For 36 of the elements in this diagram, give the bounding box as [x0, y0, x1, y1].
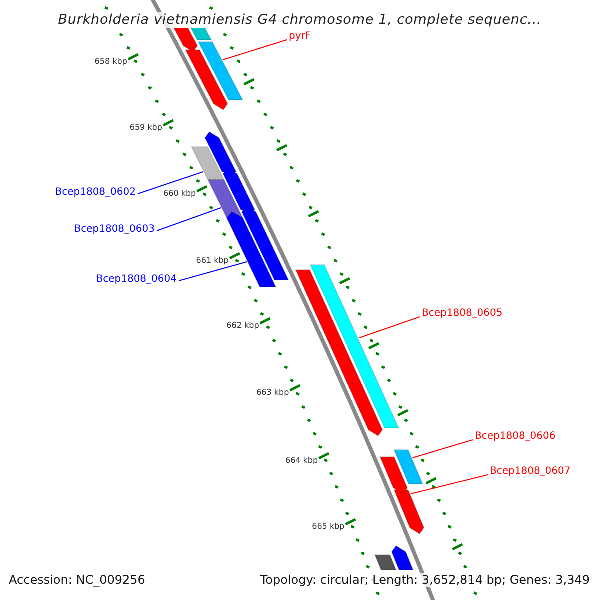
- gene-label: Bcep1808_0607: [490, 466, 571, 477]
- leader-line: [138, 172, 204, 194]
- gene-label: Bcep1808_0603: [74, 224, 155, 235]
- gene-label: Bcep1808_0602: [55, 187, 136, 198]
- genome-info-text: Topology: circular; Length: 3,652,814 bp; Genes: 3,349: [260, 573, 590, 587]
- gene-label: Bcep1808_0605: [422, 308, 503, 319]
- scale-label: 664 kbp: [285, 456, 318, 465]
- scale-label: 662 kbp: [226, 321, 260, 330]
- leader-line: [359, 316, 420, 338]
- scale-label: 661 kbp: [196, 256, 229, 265]
- leader-line: [178, 262, 248, 282]
- gene-feature: [184, 50, 228, 111]
- gene-feature: [380, 456, 408, 495]
- gene-label: Bcep1808_0606: [475, 431, 556, 442]
- gene-feature: [207, 180, 244, 218]
- scale-label: 663 kbp: [256, 388, 290, 397]
- title: Burkholderia vietnamiensis G4 chromosome 1, complete sequenc...: [58, 12, 542, 28]
- gene-label: Bcep1808_0604: [96, 274, 177, 285]
- gene-feature: [310, 264, 400, 428]
- gene-label: pyrF: [289, 31, 312, 42]
- leader-line: [410, 474, 488, 494]
- gene-feature: [391, 545, 414, 570]
- accession-text: Accession: NC_009256: [9, 573, 146, 587]
- gene-feature: [394, 450, 424, 484]
- scale-label: 658 kbp: [94, 57, 128, 66]
- gene-feature: [222, 167, 256, 210]
- gene-feature: [394, 490, 425, 535]
- gene-feature: [204, 131, 238, 172]
- scale-label: 659 kbp: [130, 123, 162, 132]
- scale-label: 665 kbp: [312, 522, 345, 531]
- gene-feature: [190, 146, 225, 180]
- gene-feature: [295, 270, 384, 437]
- gene-feature: [374, 554, 397, 570]
- gene-feature: [198, 42, 244, 100]
- gene-feature: [241, 205, 290, 280]
- scale-label: 660 kbp: [164, 189, 196, 198]
